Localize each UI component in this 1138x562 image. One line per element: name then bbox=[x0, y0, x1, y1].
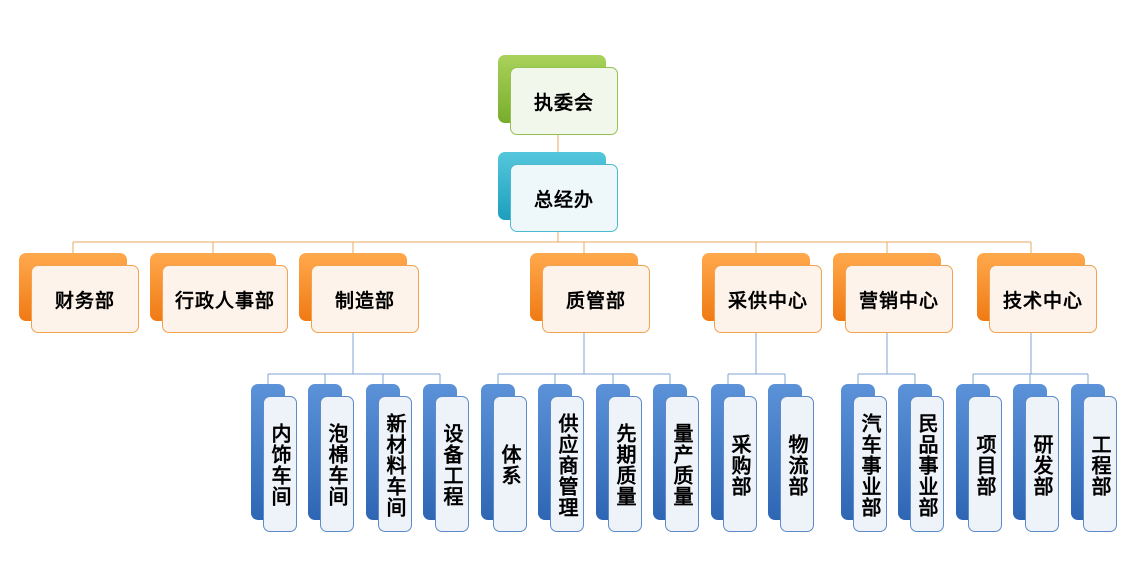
root-label: 执委会 bbox=[533, 91, 594, 114]
unit-label: 内饰车间 bbox=[268, 423, 292, 507]
unit-label: 工程部 bbox=[1088, 433, 1112, 497]
dept-label: 制造部 bbox=[334, 289, 395, 312]
office-label: 总经办 bbox=[533, 188, 594, 211]
dept-label: 采供中心 bbox=[727, 289, 808, 312]
unit-label: 研发部 bbox=[1030, 433, 1054, 497]
unit-label: 先期质量 bbox=[613, 423, 637, 507]
unit-label: 民品事业部 bbox=[915, 412, 939, 518]
unit-label: 供应商管理 bbox=[555, 412, 579, 518]
dept-label: 技术中心 bbox=[1002, 289, 1083, 312]
unit-label: 设备工程 bbox=[440, 423, 464, 507]
dept-label: 行政人事部 bbox=[174, 289, 275, 312]
unit-label: 项目部 bbox=[973, 433, 997, 497]
unit-label: 泡棉车间 bbox=[325, 423, 349, 507]
dept-label: 财务部 bbox=[54, 289, 115, 312]
dept-label: 质管部 bbox=[565, 289, 626, 312]
unit-label: 汽车事业部 bbox=[858, 412, 882, 518]
unit-label: 体系 bbox=[498, 444, 522, 486]
unit-label: 物流部 bbox=[785, 433, 809, 497]
unit-label: 新材料车间 bbox=[383, 412, 407, 518]
unit-label: 采购部 bbox=[728, 433, 752, 497]
unit-label: 量产质量 bbox=[670, 423, 694, 507]
dept-label: 营销中心 bbox=[858, 289, 939, 312]
